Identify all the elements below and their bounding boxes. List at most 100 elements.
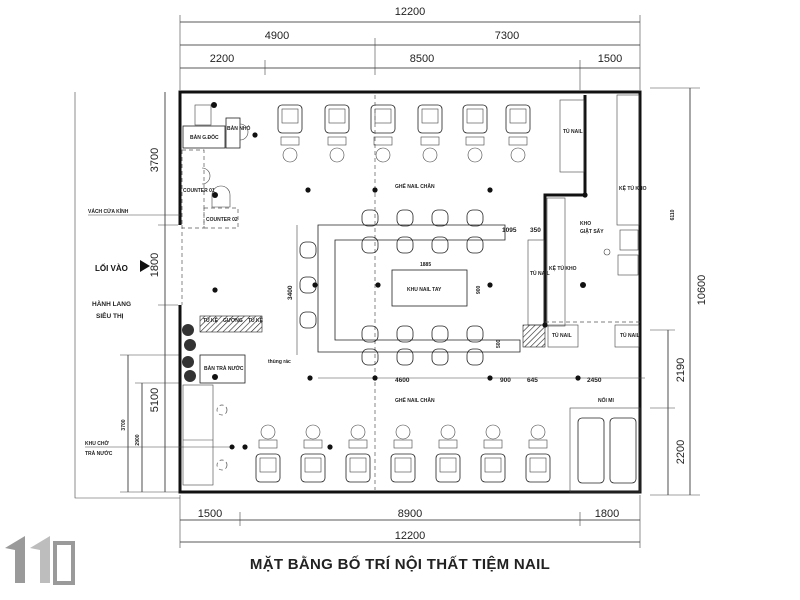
manicure-desk	[391, 269, 468, 307]
manicure-chair[interactable]	[361, 236, 379, 254]
manicure-chair[interactable]	[431, 236, 449, 254]
dim-top-7300: 7300	[495, 30, 519, 42]
light-dot	[542, 322, 548, 328]
label-small-desk: BÀN NHỎ	[227, 125, 250, 132]
company-logo	[5, 536, 75, 585]
label-counter-02: COUNTER 02	[206, 217, 238, 223]
light-dot	[307, 375, 313, 381]
dim-4600: 4600	[395, 377, 410, 384]
manicure-chair[interactable]	[466, 348, 484, 366]
light-dot	[487, 282, 493, 288]
pedicure-chairs-bottom	[255, 424, 551, 483]
pedicure-chair[interactable]	[417, 104, 443, 163]
dim-desk-height: 900	[476, 285, 482, 294]
label-pedicure-top: GHẾ NAIL CHÂN	[395, 183, 435, 190]
pedicure-chair[interactable]	[462, 104, 488, 163]
manicure-chair[interactable]	[431, 348, 449, 366]
plant-icon	[182, 324, 196, 382]
label-nail-cabinet-b2: TỦ NAIL	[620, 332, 640, 339]
dim-right-2200: 2200	[675, 440, 687, 464]
laundry-storage: TỦ NAIL TỦ NAIL KỆ TỦ KHO KỆ TỦ KHO KHO …	[522, 94, 647, 348]
label-supermarket: SIÊU THỊ	[96, 311, 124, 320]
label-entrance: LỐI VÀO	[95, 263, 128, 273]
dim-top-1500: 1500	[598, 53, 622, 65]
eyelash-bed-2	[609, 417, 637, 484]
label-tea-table: BÀN TRÀ NƯỚC	[204, 364, 244, 372]
label-nail-cabinet-top: TỦ NAIL	[563, 128, 583, 135]
dim-bottom-total: 12200	[395, 530, 426, 542]
tea-table	[199, 354, 246, 384]
corridor-outline	[74, 92, 180, 499]
dim-645: 645	[527, 377, 538, 384]
entrance-arrow-icon	[140, 260, 150, 272]
manicure-chair[interactable]	[466, 209, 484, 227]
drawing-title: MẶT BẰNG BỐ TRÍ NỘI THẤT TIỆM NAIL	[249, 556, 551, 573]
light-dot	[372, 187, 378, 193]
dim-500: 500	[496, 339, 502, 348]
pedicure-chair[interactable]	[345, 424, 371, 483]
pedicure-chair[interactable]	[324, 104, 350, 163]
manicure-chair[interactable]	[431, 209, 449, 227]
manicure-area: KHU NAIL TAY 1885 900 3400 1095 350 500 …	[287, 224, 645, 384]
label-counter-01: COUNTER 01	[183, 188, 215, 194]
manicure-chair[interactable]	[396, 236, 414, 254]
dim-2450: 2450	[587, 377, 602, 384]
light-dot	[487, 187, 493, 193]
light-dot	[487, 375, 493, 381]
pedicure-chair[interactable]	[255, 424, 281, 483]
ceiling-lights	[212, 132, 588, 450]
label-tea: TRÀ NƯỚC	[85, 449, 113, 457]
manicure-chairs	[299, 209, 484, 366]
director-desk	[182, 125, 226, 149]
dim-900: 900	[500, 377, 511, 384]
light-dot	[212, 287, 218, 293]
pedicure-chair[interactable]	[480, 424, 506, 483]
pedicure-chair[interactable]	[435, 424, 461, 483]
dim-table-height: 3400	[287, 285, 294, 300]
manicure-chair[interactable]	[299, 241, 317, 259]
label-shelf-2: TỦ KỆ	[248, 316, 264, 324]
manicure-chair[interactable]	[361, 325, 379, 343]
dim-bottom-1800: 1800	[595, 508, 619, 520]
dim-top-8500: 8500	[410, 53, 434, 65]
manicure-chair[interactable]	[396, 325, 414, 343]
pedicure-chairs-top	[277, 104, 531, 163]
manicure-chair[interactable]	[396, 209, 414, 227]
manicure-chair[interactable]	[466, 236, 484, 254]
pedicure-chair[interactable]	[525, 424, 551, 483]
tea-area: TỦ KỆ GƯƠNG TỦ KỆ BÀN TRÀ NƯỚC thùng rác	[182, 315, 291, 486]
dim-top-4900: 4900	[265, 30, 289, 42]
label-storage-right: KỆ TỦ KHO	[619, 184, 647, 192]
pedicure-chair[interactable]	[505, 104, 531, 163]
dim-top-2200: 2200	[210, 53, 234, 65]
manicure-chair[interactable]	[396, 348, 414, 366]
pedicure-chair[interactable]	[300, 424, 326, 483]
label-pedicure-bottom: GHẾ NAIL CHÂN	[395, 397, 435, 404]
pedicure-chair[interactable]	[390, 424, 416, 483]
manicure-chair[interactable]	[431, 325, 449, 343]
light-dot	[312, 282, 318, 288]
eyelash-area: NỐI MI	[569, 397, 641, 493]
counter-02	[203, 207, 239, 229]
pedicure-chair[interactable]	[277, 104, 303, 163]
label-nail-cabinet-mid: TỦ NAIL	[530, 270, 550, 277]
manicure-chair[interactable]	[299, 311, 317, 329]
dim-left-2900: 2900	[135, 434, 141, 445]
washer	[617, 254, 639, 276]
dim-left-3700: 3700	[149, 148, 161, 172]
manicure-chair[interactable]	[361, 348, 379, 366]
manicure-chair[interactable]	[466, 325, 484, 343]
dim-350: 350	[530, 227, 541, 234]
label-laundry-2: GIẶT SẤY	[580, 228, 604, 235]
pedicure-chair[interactable]	[370, 104, 396, 163]
dim-desk-width: 1885	[420, 262, 431, 268]
light-dot	[305, 187, 311, 193]
label-glass-partition: VÁCH CỬA KÍNH	[88, 207, 129, 215]
right-dimensions: 10600 6110 2190 2200	[650, 87, 708, 496]
reception-area: BÀN G.ĐỐC BÀN NHỎ COUNTER 01 COUNTER 02	[181, 102, 250, 229]
label-shelf-1: TỦ KỆ	[203, 316, 219, 324]
label-waiting: KHU CHỜ	[85, 439, 109, 447]
manicure-chair[interactable]	[361, 209, 379, 227]
eyelash-bed-1	[577, 417, 605, 484]
